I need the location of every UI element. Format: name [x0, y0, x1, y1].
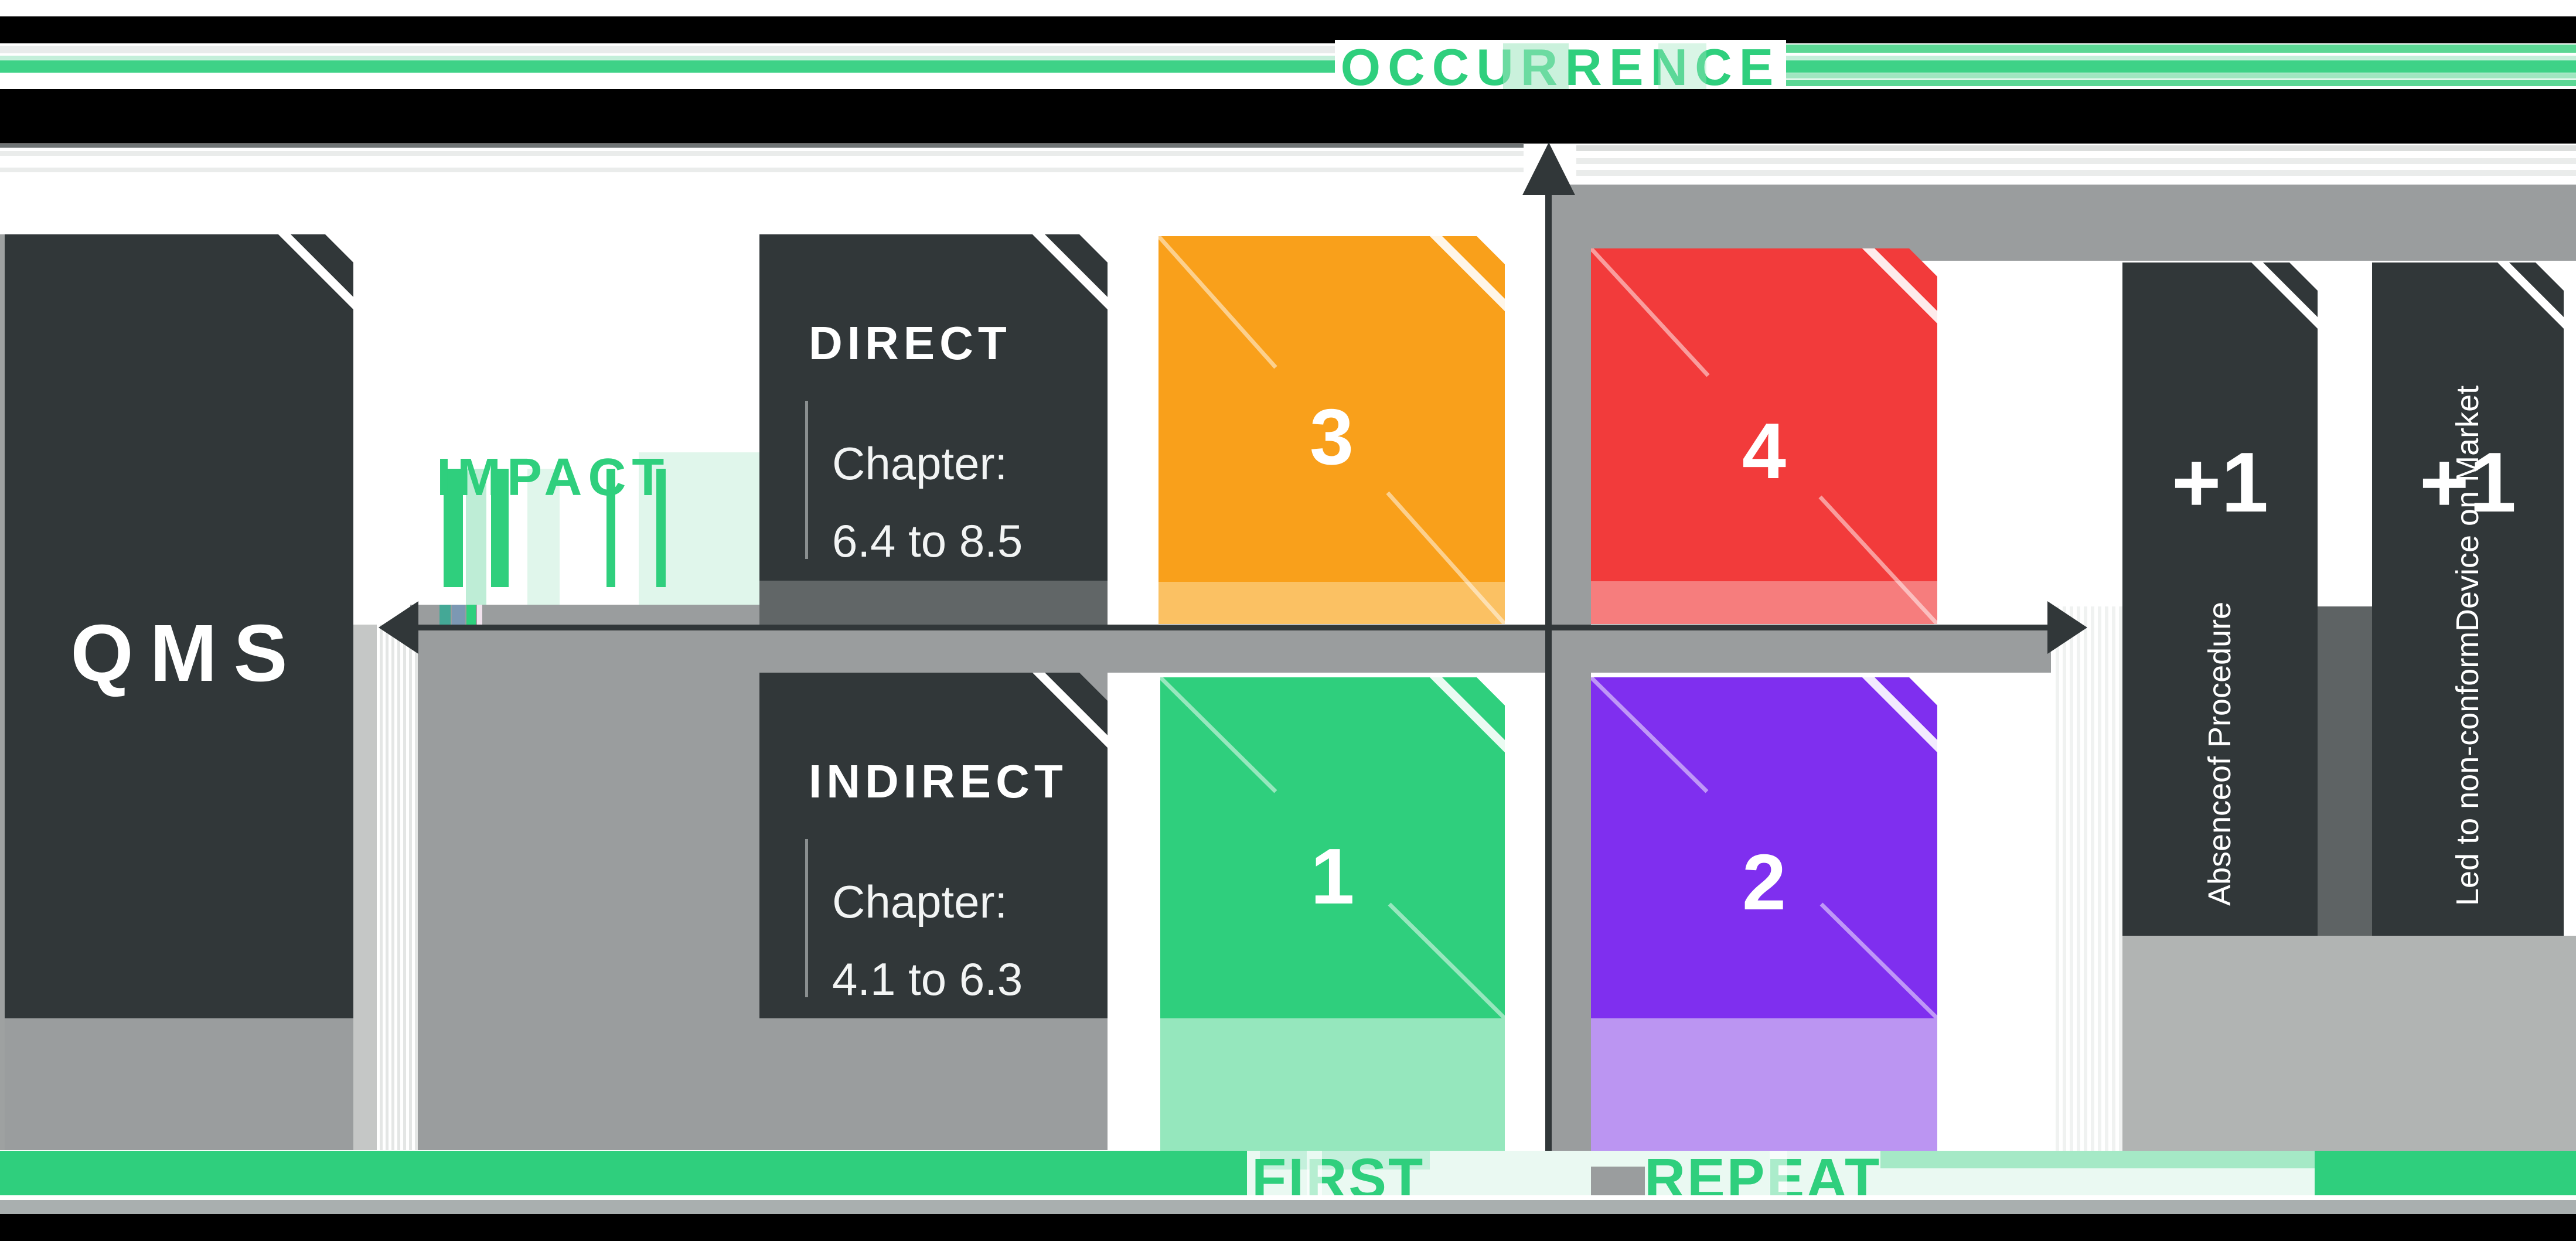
glitch-overlay — [1770, 1151, 1787, 1200]
bottom-black-bar — [0, 1214, 2576, 1241]
qms-card-label: QMS — [70, 608, 304, 698]
quadrant-card-4: 4 — [1591, 248, 1937, 624]
glitch-stripe-column — [2052, 606, 2122, 1157]
banner-stripe — [0, 46, 1342, 53]
diagonal-glitch-lines — [1591, 677, 1937, 1018]
modifier-plus-one-label: +1 — [2171, 435, 2269, 530]
axis-shadow-vertical-strip — [1552, 246, 1591, 1200]
occurrence-axis-line — [1545, 193, 1552, 1167]
divider-line — [0, 1195, 2576, 1200]
impact-letter-stem — [606, 469, 615, 587]
qms-shadow-block — [0, 1018, 353, 1150]
diagonal-glitch-lines — [1158, 236, 1505, 624]
quadrant-card-2: 2 — [1591, 677, 1937, 1154]
qms-card: QMS — [5, 234, 353, 1018]
qms-right-strip — [353, 625, 377, 1150]
impact-glitch-square — [466, 605, 476, 625]
direct-card-shadow-strip — [759, 581, 1108, 625]
caption-line: Absence — [2202, 782, 2238, 906]
bottom-green-bar — [2315, 1151, 2576, 1195]
second-black-bar — [0, 89, 2576, 144]
fold-slit — [1010, 234, 1108, 319]
modifier-gap-strip — [2317, 606, 2372, 936]
banner-stripe — [1781, 73, 2576, 79]
quote-line — [805, 839, 808, 997]
caption-line: Led to non-conform — [2450, 631, 2486, 906]
indirect-card-title: INDIRECT — [809, 755, 1068, 807]
indirect-chapter-range: 4.1 to 6.3 — [832, 953, 1023, 1005]
fold-slit — [2478, 262, 2564, 338]
modifier-card-absence: +1 Absence of Procedure — [2122, 262, 2318, 936]
glitch-line — [1576, 170, 2576, 176]
glitch-overlay — [1260, 1151, 1430, 1170]
impact-glitch-column — [527, 469, 560, 605]
banner-stripe-green — [0, 60, 2576, 73]
banner-stripe — [1781, 80, 2576, 86]
impact-axis-line — [413, 625, 2051, 630]
direct-chapter-range: 6.4 to 8.5 — [832, 515, 1023, 567]
impact-letter-stem — [656, 469, 666, 587]
modifier-caption-vertical: Led to non-conform Device on Market — [2372, 531, 2564, 906]
card-bottom-strip — [1591, 581, 1937, 624]
impact-letter-stem — [444, 469, 463, 587]
axis-arrow-right-icon — [2047, 601, 2087, 654]
quote-line — [805, 401, 808, 559]
axis-arrow-up-icon — [1522, 142, 1575, 195]
modifier-shadow-block — [2122, 936, 2576, 1157]
diagonal-glitch-lines — [1160, 677, 1505, 1018]
bottom-green-bar — [0, 1151, 1247, 1195]
glitch-gray-patch — [1591, 1167, 1645, 1200]
top-black-bar — [0, 16, 2576, 43]
impact-glitch-square — [452, 605, 465, 625]
modifier-plus-one-label: +1 — [2419, 435, 2517, 530]
glitch-line — [0, 168, 1524, 172]
glitch-overlay — [1503, 43, 1569, 90]
glitch-band-top-right — [1545, 185, 2576, 261]
direct-card-title: DIRECT — [809, 317, 1011, 369]
direct-card: DIRECT Chapter: 6.4 to 8.5 — [759, 234, 1108, 581]
impact-axis-label: IMPACT — [437, 448, 670, 507]
bottom-slate-line — [0, 1200, 2576, 1214]
fold-slit — [2232, 262, 2318, 338]
fold-slit — [255, 234, 353, 319]
diagonal-glitch-lines — [1591, 248, 1937, 624]
banner-stripe — [0, 56, 2576, 60]
impact-glitch-square — [439, 605, 451, 625]
quadrant-4-number: 4 — [1742, 407, 1787, 495]
indirect-chapter-label: Chapter: — [832, 876, 1008, 928]
impact-glitch-column — [466, 469, 486, 605]
card-bottom-strip — [1158, 582, 1505, 624]
glitch-overlay — [1307, 1151, 1322, 1200]
bottom-bar-pale-strip — [1880, 1151, 2315, 1168]
glitch-overlay — [1658, 43, 1706, 90]
impact-letter-stem — [491, 469, 509, 587]
direct-chapter-label: Chapter: — [832, 438, 1008, 489]
quadrant-2-number: 2 — [1742, 838, 1787, 926]
glitch-line — [1576, 158, 2576, 164]
modifier-card-nonconform: +1 Led to non-conform Device on Market — [2372, 262, 2564, 936]
caption-line: of Procedure — [2202, 601, 2238, 783]
modifier-caption-vertical: Absence of Procedure — [2122, 531, 2318, 906]
glitch-line — [0, 144, 1524, 148]
indirect-card: INDIRECT Chapter: 4.1 to 6.3 — [759, 673, 1108, 1018]
caption-line: Device on Market — [2450, 385, 2486, 632]
quadrant-3-number: 3 — [1309, 393, 1354, 481]
quadrant-card-1: 1 — [1160, 677, 1505, 1154]
axis-arrow-left-icon — [379, 601, 418, 654]
banner-stripe — [1781, 45, 2576, 53]
glitch-line — [0, 151, 1524, 156]
quadrant-card-3: 3 — [1158, 236, 1505, 624]
glitch-line — [1576, 145, 2576, 151]
quadrant-1-number: 1 — [1310, 832, 1355, 920]
left-edge-sliver — [0, 234, 5, 1150]
impact-glitch-square — [477, 605, 482, 625]
glitch-stripe-column — [377, 625, 418, 1150]
